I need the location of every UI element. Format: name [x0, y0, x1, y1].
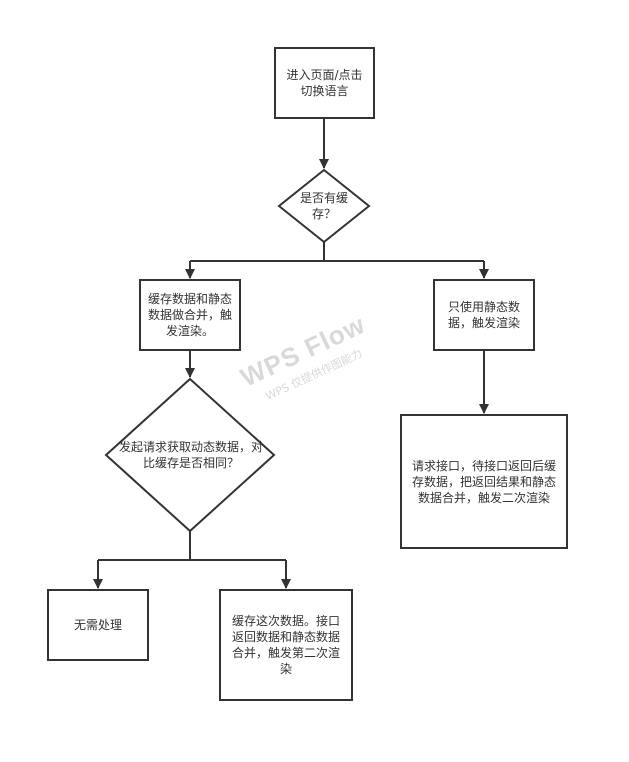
node-static-only[interactable]: 只使用静态数据，触发渲染 — [433, 279, 535, 351]
node-fetch-compare[interactable]: 发起请求获取动态数据，对比缓存是否相同？ — [118, 440, 263, 470]
node-request-api[interactable]: 请求接口，待接口返回后缓存数据，把返回结果和静态数据合并，触发二次渲染 — [400, 414, 568, 549]
node-cache-this[interactable]: 缓存这次数据。接口返回数据和静态数据合并，触发第二次渲染 — [219, 589, 353, 701]
node-no-action[interactable]: 无需处理 — [47, 589, 149, 661]
diamond-fetch-compare — [104, 377, 276, 533]
diamond-has-cache — [277, 168, 371, 244]
node-start[interactable]: 进入页面/点击切换语言 — [274, 47, 375, 119]
node-has-cache[interactable]: 是否有缓存？ — [299, 191, 348, 221]
node-merge-cache[interactable]: 缓存数据和静态数据做合并，触发渲染。 — [139, 279, 241, 351]
